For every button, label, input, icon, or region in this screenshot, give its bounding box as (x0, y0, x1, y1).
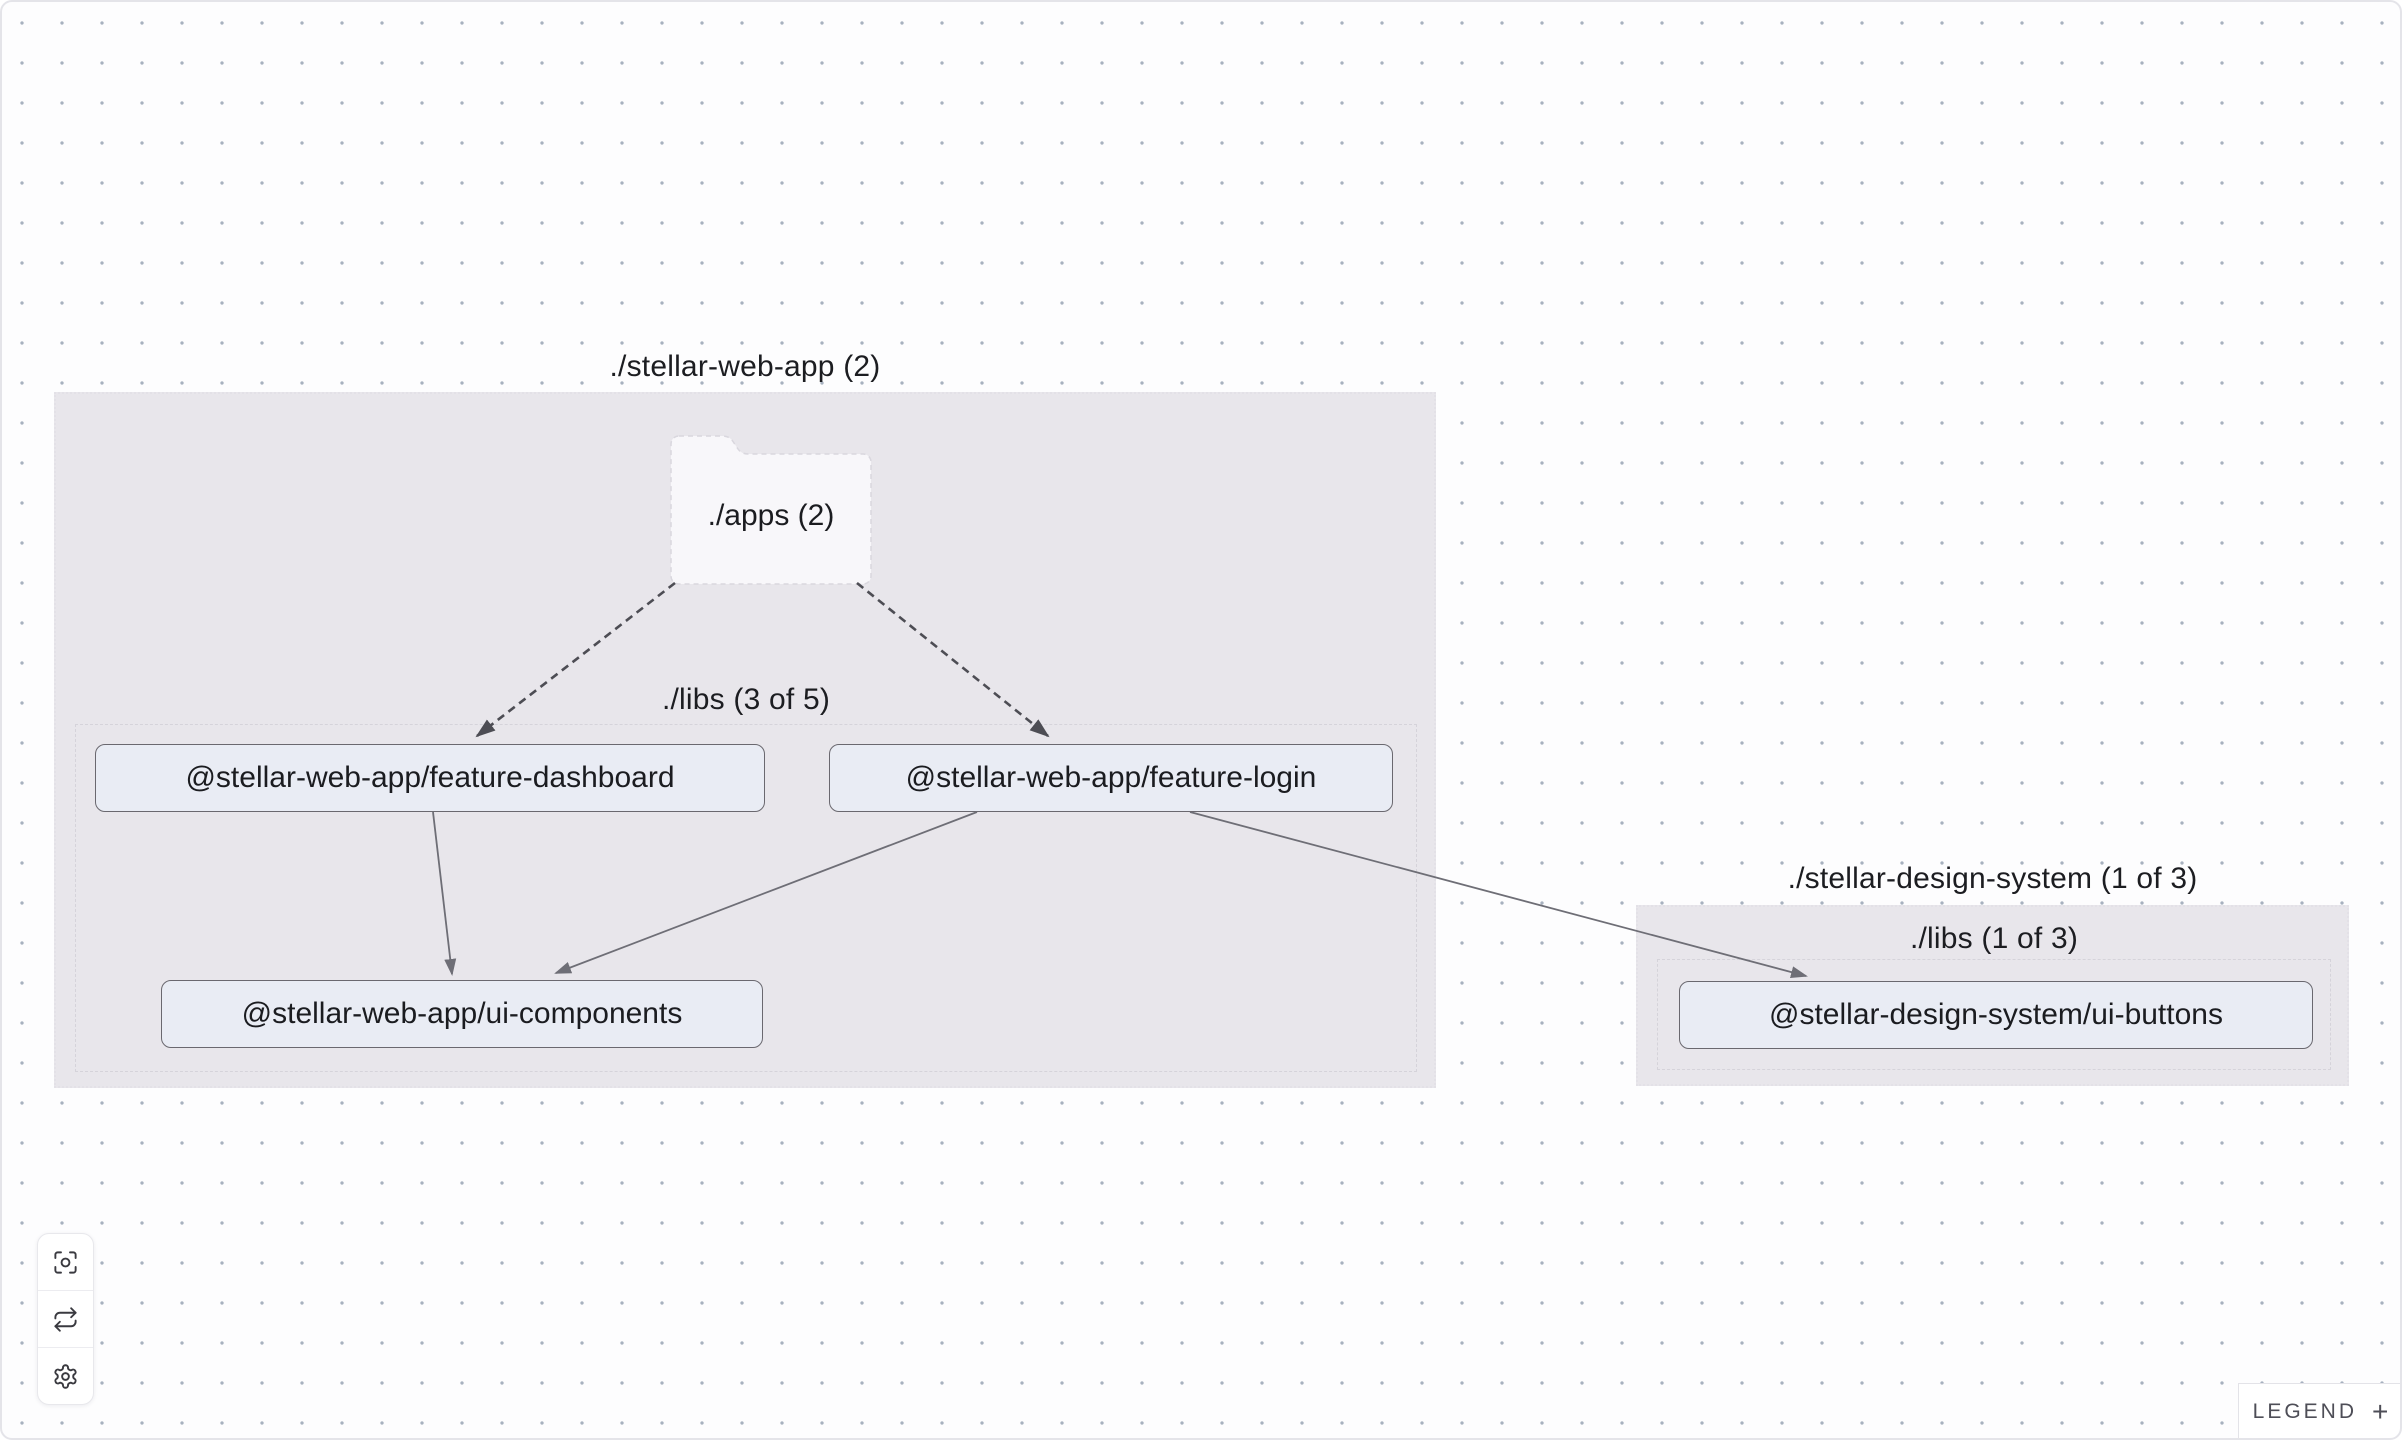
project-node-ui-buttons[interactable]: @stellar-design-system/ui-buttons (1679, 981, 2313, 1049)
project-node-ui-components[interactable]: @stellar-web-app/ui-components (161, 980, 763, 1048)
plus-icon: + (2372, 1396, 2389, 1427)
legend-label: LEGEND (2252, 1400, 2357, 1423)
center-graph-button[interactable] (38, 1234, 93, 1291)
gear-icon (54, 1363, 77, 1389)
focus-center-icon (54, 1250, 77, 1274)
group-label-stellar-design-system: ./stellar-design-system (1 of 3) (1787, 862, 2198, 895)
project-node-feature-login[interactable]: @stellar-web-app/feature-login (829, 744, 1393, 812)
project-node-feature-dashboard[interactable]: @stellar-web-app/feature-dashboard (95, 744, 765, 812)
group-stellar-web-app: ./libs (3 of 5) ./apps (2) @stellar-web-… (54, 392, 1436, 1088)
graph-toolbar (37, 1233, 94, 1405)
legend-toggle[interactable]: LEGEND + (2238, 1383, 2402, 1440)
subgroup-label-libs-design-system: ./libs (1 of 3) (1909, 922, 2079, 955)
group-label-stellar-web-app: ./stellar-web-app (2) (609, 350, 881, 383)
folder-node-apps[interactable]: ./apps (2) (670, 435, 872, 585)
refresh-icon (54, 1306, 77, 1332)
folder-icon (670, 435, 872, 585)
folder-node-label: ./apps (2) (707, 499, 835, 532)
settings-button[interactable] (38, 1348, 93, 1404)
subgroup-libs-design-system (1657, 959, 2331, 1070)
group-stellar-design-system: ./libs (1 of 3) @stellar-design-system/u… (1636, 905, 2349, 1086)
subgroup-label-libs-web-app: ./libs (3 of 5) (661, 683, 831, 716)
refresh-graph-button[interactable] (38, 1291, 93, 1348)
